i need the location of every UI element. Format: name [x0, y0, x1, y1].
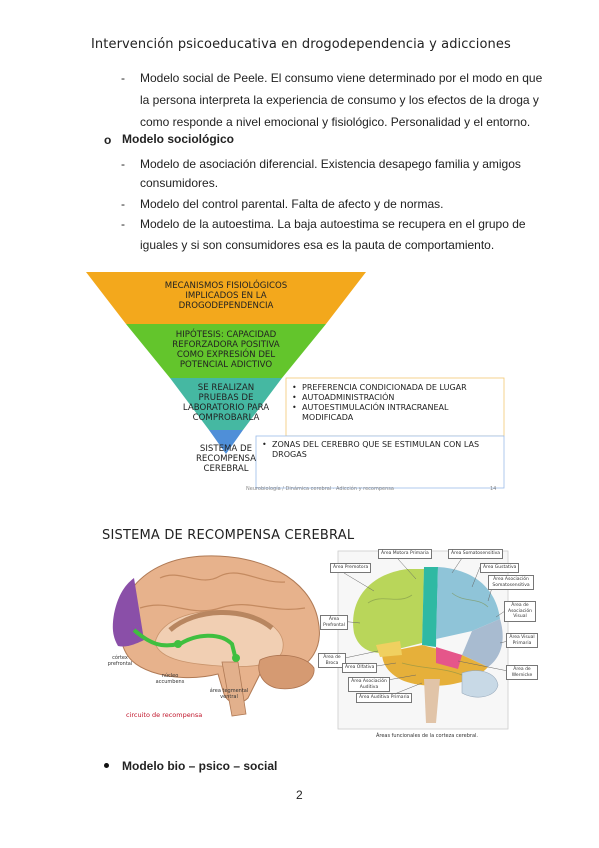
pyramid-level-1	[86, 272, 366, 324]
label-vta: área tegmental ventral	[209, 688, 249, 700]
pyramid-level-1-text: MECANISMOS FISIOLÓGICOS IMPLICADOS EN LA…	[164, 281, 288, 311]
label-visual-primary: Área Visual Primaria	[506, 633, 538, 648]
nucleus-accumbens-node	[174, 640, 182, 648]
pyramid-level-2-text: HIPÓTESIS: CAPACIDAD REFORZADORA POSITIV…	[172, 330, 280, 370]
reward-circuit-path-2	[178, 633, 238, 661]
list-dash: -	[121, 157, 125, 171]
brainstem	[221, 661, 247, 717]
list-dash: -	[121, 217, 125, 231]
body-text-line: Modelo del control parental. Falta de af…	[140, 197, 444, 211]
label-auditory-assoc: Área Asociación Auditiva	[348, 677, 390, 692]
right-brain-svg	[337, 550, 509, 730]
pyramid-source-page: 14	[490, 486, 497, 492]
list-dash: -	[121, 197, 125, 211]
left-brain-svg	[112, 555, 320, 717]
label-somatosensory: Área Somatosensitiva	[448, 549, 504, 559]
reward-circuit-illustration: córtex prefrontal núcleo accumbens área …	[100, 548, 325, 726]
label-prefrontal: Área Prefrontal	[320, 615, 348, 630]
label-gustatory: Área Gustativa	[480, 563, 520, 573]
body-text-line: Modelo de asociación diferencial. Existe…	[140, 157, 521, 171]
brainstem-right	[424, 679, 440, 723]
lab-items-list: PREFERENCIA CONDICIONADA DE LUGAR AUTOAD…	[292, 383, 498, 423]
brain-section-title: SISTEMA DE RECOMPENSA CEREBRAL	[102, 528, 355, 543]
lab-item: AUTOADMINISTRACIÓN	[292, 393, 498, 403]
pyramid-source: Neurobiología / Dinámica cerebral · Adic…	[246, 486, 394, 492]
list-dash: -	[121, 71, 125, 85]
pyramid-diagram: MECANISMOS FISIOLÓGICOS IMPLICADOS EN LA…	[86, 272, 506, 492]
sulci-lines	[367, 592, 489, 676]
vta-node	[232, 654, 240, 662]
reward-items-list: ZONAS DEL CEREBRO QUE SE ESTIMULAN CON L…	[262, 440, 498, 460]
cortex-functional-areas-illustration: Área Motora Primaria Área Somatosensitiv…	[312, 543, 538, 749]
label-prefrontal-cortex: córtex prefrontal	[107, 655, 133, 667]
lab-item: PREFERENCIA CONDICIONADA DE LUGAR	[292, 383, 498, 393]
motor-strip	[422, 567, 438, 647]
page-number: 2	[296, 788, 303, 802]
body-text-line: como responde a nivel emocional y fisiol…	[140, 115, 531, 129]
brain-gyri-lines	[139, 572, 306, 612]
pyramid-level-2	[126, 324, 326, 378]
broca-area	[376, 641, 402, 657]
body-text-line: Modelo social de Peele. El consumo viene…	[140, 71, 543, 85]
label-visual-assoc: Área de Asociación Visual	[504, 601, 536, 622]
section-marker: o	[104, 133, 112, 147]
label-somatosensory-assoc: Área Asociación Somatosensitiva	[488, 575, 534, 590]
label-premotor: Área Premotora	[330, 563, 372, 573]
lab-item: AUTOESTIMULACIÓN INTRACRANEAL MODIFICADA	[292, 403, 498, 423]
wernicke-area	[436, 647, 462, 669]
label-auditory-primary: Área Auditiva Primaria	[356, 693, 413, 703]
corpus-callosum	[168, 610, 274, 632]
section-title: Modelo sociológico	[122, 132, 235, 146]
frontal-lobe	[353, 569, 424, 653]
cerebellum-right	[461, 670, 499, 698]
pyramid-level-4	[209, 430, 243, 454]
pyramid-level-4-text: SISTEMA DE RECOMPENSA CEREBRAL	[195, 444, 257, 474]
bullet-dot	[104, 763, 109, 768]
body-text-line: consumidores.	[140, 176, 219, 190]
pyramid-level-3	[170, 378, 282, 430]
cerebellum	[258, 654, 315, 690]
document-header: Intervención psicoeducativa en drogodepe…	[91, 37, 511, 52]
cortex-caption: Áreas funcionales de la corteza cerebral…	[375, 733, 479, 739]
occipital-lobe	[462, 619, 503, 667]
reward-circuit-caption: circuito de recompensa	[126, 711, 203, 719]
label-olfactory: Área Olfativa	[342, 663, 378, 673]
reward-item: ZONAS DEL CEREBRO QUE SE ESTIMULAN CON L…	[262, 440, 498, 460]
label-broca: Área de Broca	[318, 653, 346, 668]
label-wernicke: Área de Wernicke	[506, 665, 538, 680]
body-text-line: la persona interpreta la experiencia de …	[140, 93, 539, 107]
parietal-lobe	[436, 567, 500, 639]
label-motor-primary: Área Motora Primaria	[378, 549, 432, 559]
label-nucleus-accumbens: núcleo accumbens	[155, 673, 185, 685]
closing-bullet-title: Modelo bio – psico – social	[122, 759, 278, 773]
body-text-line: Modelo de la autoestima. La baja autoest…	[140, 217, 526, 231]
pyramid-level-3-text: SE REALIZAN PRUEBAS DE LABORATORIO PARA …	[182, 383, 270, 423]
body-text-line: iguales y si son consumidores esa es la …	[140, 238, 495, 252]
